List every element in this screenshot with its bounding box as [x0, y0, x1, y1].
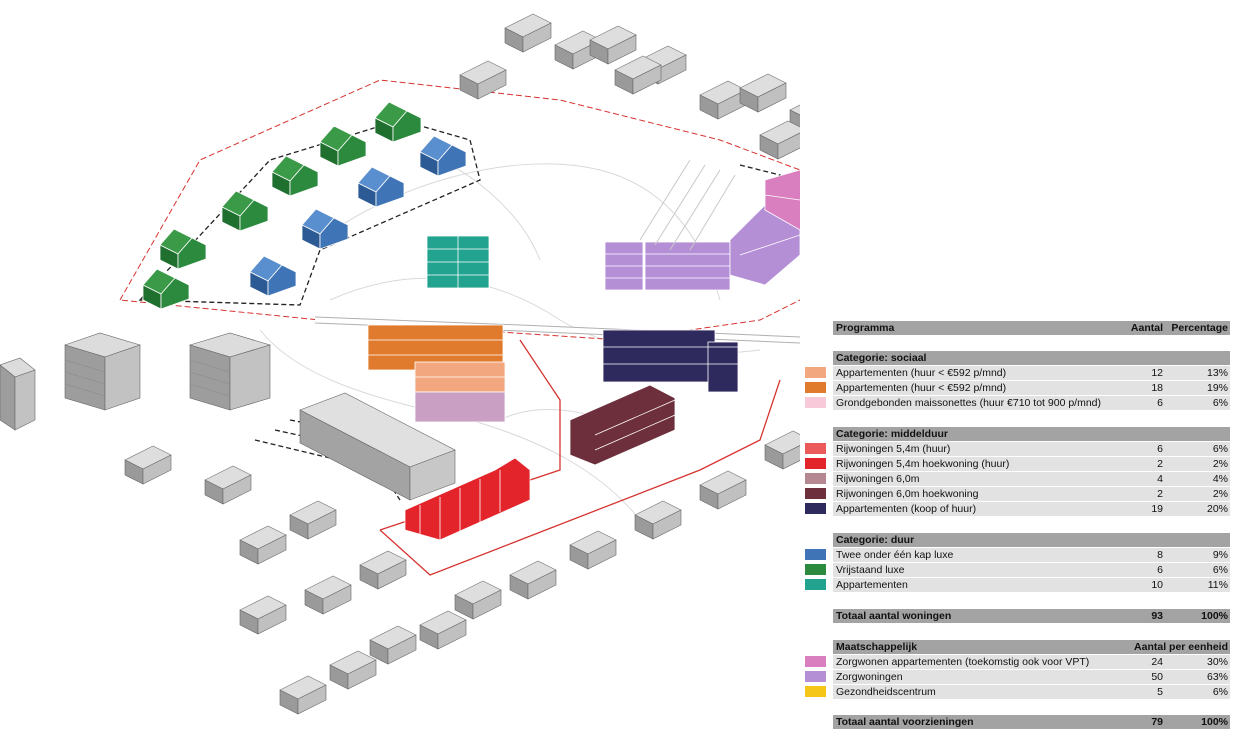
table-row: Appartementen (koop of huur) 19 20%: [833, 502, 1230, 516]
swatch-middelduur-2: [805, 473, 826, 484]
swatch-sociaal-2: [805, 397, 826, 408]
swatch-duur-0: [805, 549, 826, 560]
site-plan-map: [0, 13, 800, 715]
swatch-sociaal-1: [805, 382, 826, 393]
category-header-duur: Categorie: duur: [833, 533, 1230, 547]
table-row: Rijwoningen 5,4m (huur) 6 6%: [833, 442, 1230, 456]
table-row: Gezondheidscentrum 5 6%: [833, 685, 1230, 699]
swatch-duur-1: [805, 564, 826, 575]
swatch-middelduur-3: [805, 488, 826, 499]
table-row: Appartementen 10 11%: [833, 578, 1230, 592]
table-row: Grondgebonden maissonettes (huur €710 to…: [833, 396, 1230, 410]
category-header-middelduur: Categorie: middelduur: [833, 427, 1230, 441]
total-facilities-row: Totaal aantal voorzieningen 79 100%: [833, 715, 1230, 729]
swatch-middelduur-1: [805, 458, 826, 469]
category-header-maatschappelijk: Maatschappelijk Aantal per eenheid: [833, 640, 1230, 654]
header-label: Programma: [836, 322, 895, 334]
swatch-duur-2: [805, 579, 826, 590]
table-row: Zorgwonen appartementen (toekomstig ook …: [833, 655, 1230, 669]
table-header: Programma Aantal Percentage: [833, 321, 1230, 335]
swatch-maatschappelijk-2: [805, 686, 826, 697]
table-row: Zorgwoningen 50 63%: [833, 670, 1230, 684]
swatch-middelduur-0: [805, 443, 826, 454]
category-header-sociaal: Categorie: sociaal: [833, 351, 1230, 365]
total-housing-row: Totaal aantal woningen 93 100%: [833, 609, 1230, 623]
table-row: Rijwoningen 6,0m hoekwoning 2 2%: [833, 487, 1230, 501]
table-row: Rijwoningen 6,0m 4 4%: [833, 472, 1230, 486]
swatch-middelduur-4: [805, 503, 826, 514]
table-row: Twee onder één kap luxe 8 9%: [833, 548, 1230, 562]
header-count: Aantal: [1130, 322, 1163, 334]
swatch-maatschappelijk-1: [805, 671, 826, 682]
table-row: Vrijstaand luxe 6 6%: [833, 563, 1230, 577]
header-pct: Percentage: [1171, 322, 1228, 334]
table-row: Appartementen (huur < €592 p/mnd) 12 13%: [833, 366, 1230, 380]
table-row: Appartementen (huur < €592 p/mnd) 18 19%: [833, 381, 1230, 395]
swatch-sociaal-0: [805, 367, 826, 378]
swatch-maatschappelijk-0: [805, 656, 826, 667]
table-row: Rijwoningen 5,4m hoekwoning (huur) 2 2%: [833, 457, 1230, 471]
